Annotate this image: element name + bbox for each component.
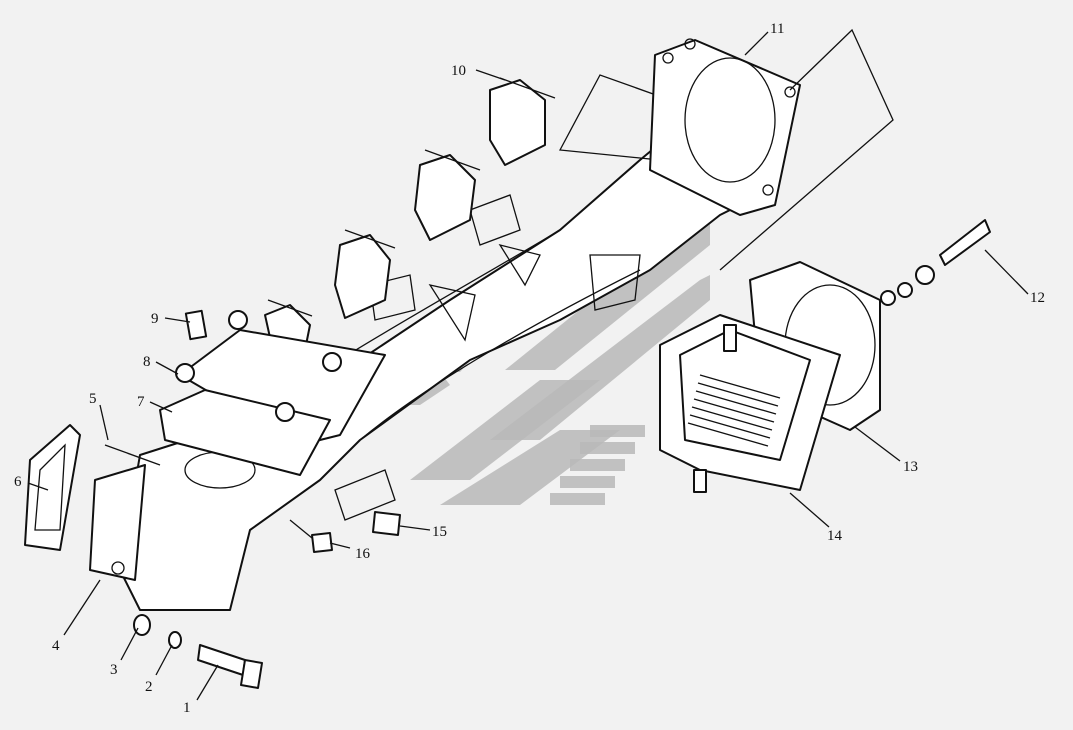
callout-16: 16 <box>355 546 371 562</box>
callout-labels: 1 2 3 4 5 6 7 8 9 10 11 12 13 14 15 16 <box>14 21 1045 716</box>
outlet-flange <box>649 38 801 216</box>
inlet-gasket <box>24 424 81 551</box>
callout-2: 2 <box>145 679 153 695</box>
callout-12: 12 <box>1030 290 1045 306</box>
callout-10: 10 <box>451 63 466 79</box>
callout-7: 7 <box>137 394 145 410</box>
callout-14: 14 <box>827 528 843 544</box>
callout-1: 1 <box>183 700 191 716</box>
callout-6: 6 <box>14 474 22 490</box>
mounting-flanges <box>104 77 556 466</box>
callout-4: 4 <box>52 638 60 654</box>
grid-heater <box>659 314 841 493</box>
callout-11: 11 <box>770 21 784 37</box>
callout-5: 5 <box>89 391 97 407</box>
assembly-bracket <box>719 28 894 271</box>
callout-3: 3 <box>110 662 118 678</box>
callout-8: 8 <box>143 354 151 370</box>
callout-13: 13 <box>903 459 918 475</box>
bolt-assembly-1-3 <box>133 614 263 689</box>
callout-9: 9 <box>151 311 159 327</box>
inlet-flange <box>89 464 146 581</box>
bolt-nut-15-16 <box>289 511 401 553</box>
watermark-logo <box>380 215 710 505</box>
callout-15: 15 <box>432 524 447 540</box>
cover-plate <box>159 309 386 476</box>
leader-lines <box>27 31 1029 701</box>
